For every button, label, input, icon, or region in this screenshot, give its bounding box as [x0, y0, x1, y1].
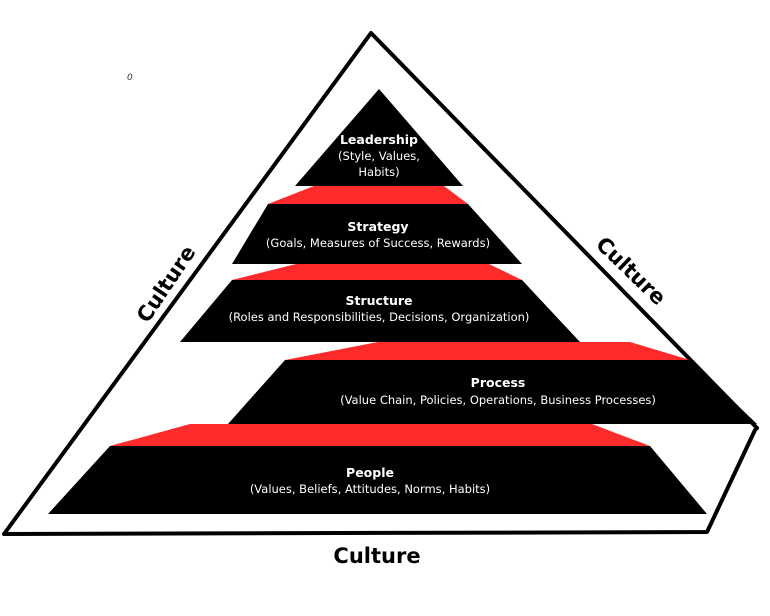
connector-structure-process: [285, 342, 690, 360]
tier-leadership: [295, 89, 463, 186]
culture-label-bottom: Culture: [333, 544, 420, 568]
strategy-title: Strategy: [347, 219, 408, 234]
connector-leadership-strategy: [268, 186, 468, 204]
outer-triangle: [2, 31, 759, 536]
people-title: People: [346, 465, 394, 480]
connector-strategy-structure: [232, 264, 522, 280]
strategy-subtitle: (Goals, Measures of Success, Rewards): [266, 236, 490, 250]
tier-process: [228, 360, 757, 424]
people-subtitle: (Values, Beliefs, Attitudes, Norms, Habi…: [250, 482, 490, 496]
leadership-subtitle-line-1: (Style, Values,: [338, 149, 420, 163]
leadership-title: Leadership: [340, 132, 418, 147]
leadership-subtitle-line-2: Habits): [358, 165, 399, 179]
tier-strategy: [232, 204, 522, 264]
connector-process-people: [110, 424, 650, 446]
structure-subtitle: (Roles and Responsibilities, Decisions, …: [229, 310, 530, 324]
process-subtitle: (Value Chain, Policies, Operations, Busi…: [340, 393, 656, 407]
process-title: Process: [471, 375, 526, 390]
tier-people: [48, 446, 707, 514]
structure-title: Structure: [346, 293, 413, 308]
tier-structure: [180, 280, 580, 342]
stray-mark: 0: [127, 73, 133, 83]
